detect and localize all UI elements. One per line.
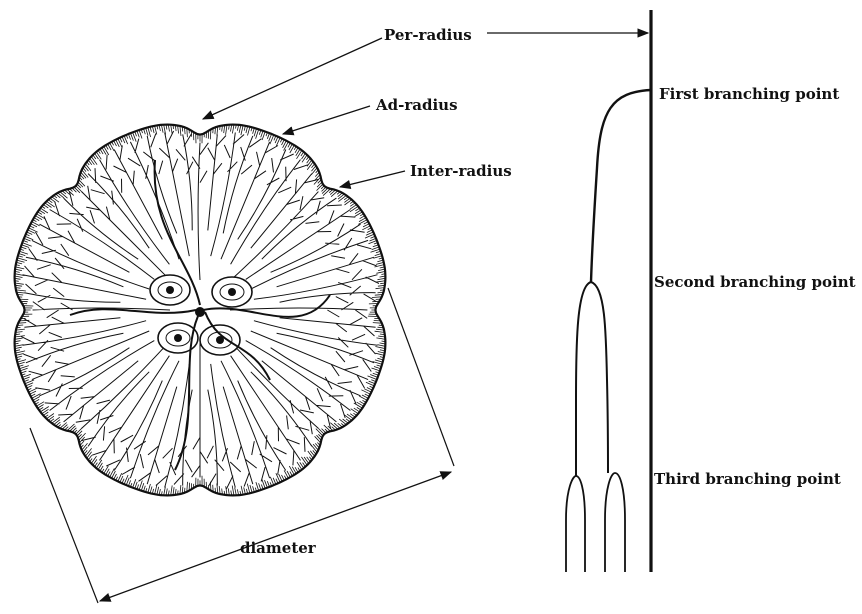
third-branching-point-label: Third branching point: [654, 470, 841, 488]
gonad-center: [228, 288, 236, 296]
mouth-center: [195, 307, 205, 317]
jellyfish-illustration: [15, 125, 386, 496]
third-branch-left-arch: [566, 476, 585, 572]
inter-radius-arrow: [340, 171, 405, 187]
left-sub-branch: [576, 282, 591, 476]
ad-radius-arrow: [283, 106, 370, 134]
third-branch-right-arch: [605, 473, 625, 572]
first-branch-canal: [591, 90, 651, 282]
gonad-center: [174, 334, 182, 342]
branching-canal-diagram: [566, 10, 651, 572]
second-branch-canal: [591, 282, 608, 473]
inter-radius-label: Inter-radius: [410, 162, 512, 180]
gonad-center: [166, 286, 174, 294]
ad-radius-label: Ad-radius: [375, 96, 458, 114]
per-radius-arrow-to-jelly: [203, 38, 382, 119]
diameter-label: diameter: [240, 539, 317, 557]
second-branching-point-label: Second branching point: [654, 273, 856, 291]
diameter-extension-right: [388, 288, 454, 466]
first-branching-point-label: First branching point: [659, 85, 839, 103]
per-radius-label: Per-radius: [384, 26, 472, 44]
